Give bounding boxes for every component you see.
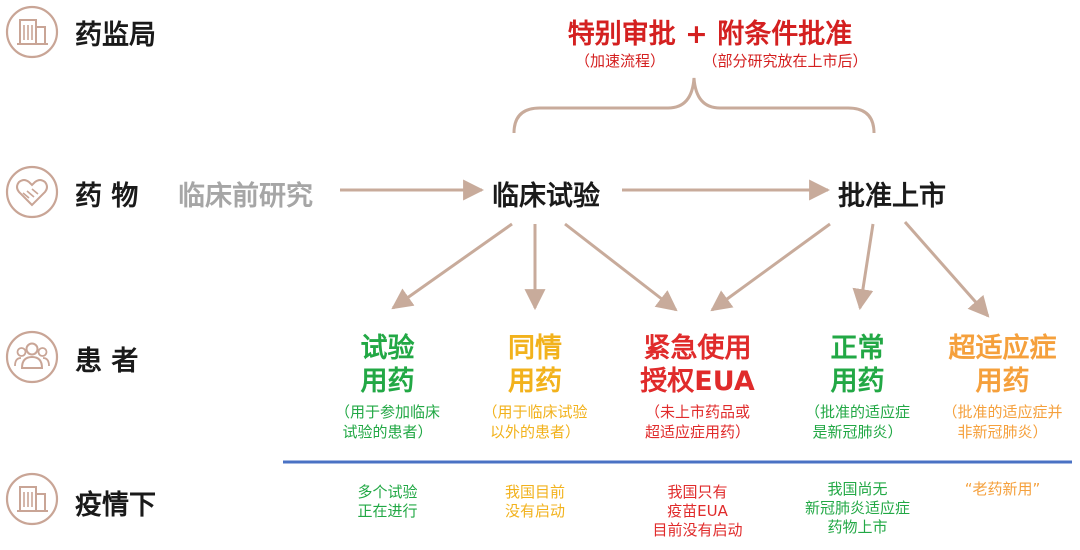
category-note-line: 试验的患者） [342,423,433,441]
arrow-approved-to-normal [852,223,875,311]
arrow-approved-to-eua [710,222,831,312]
row-label-patient: 患 者 [75,346,139,377]
top-note-right: （部分研究放在上市后） [702,52,868,70]
category-title-line: 同情 [508,333,562,364]
category-eua: 紧急使用 授权EUA （未上市药品或 超适应症用药） [615,332,780,442]
status-line: 我国尚无 [827,480,888,498]
top-note-left: （加速流程） [574,52,665,70]
node-preclinical: 临床前研究 [178,181,313,212]
status-line: 我国目前 [504,483,565,501]
node-approved: 批准上市 [838,181,946,212]
status-line: 药物上市 [827,518,888,536]
status-line: 疫苗EUA [667,502,728,520]
category-title-line: 超适应症 [948,333,1057,364]
row-label-drug: 药 物 [75,181,139,212]
category-trial-use: 试验 用药 （用于参加临床 试验的患者） [315,332,460,442]
top-brace [512,77,876,134]
category-note-line: 非新冠肺炎） [957,423,1048,441]
category-title-line: 用药 [975,366,1030,397]
category-note: （批准的适应症并 非新冠肺炎） [930,402,1075,442]
category-note: （用于参加临床 试验的患者） [315,402,460,442]
category-note: （未上市药品或 超适应症用药） [615,402,780,442]
category-title-line: 正常 [830,333,885,364]
status-line: 多个试验 [357,483,418,501]
category-title-line: 试验 [360,333,415,364]
status-line: 目前没有启动 [652,521,743,539]
category-note-line: （批准的适应症并 [942,403,1063,421]
category-note-line: （未上市药品或 [644,403,750,421]
handshake-heart-icon [5,165,59,219]
building-icon [5,472,59,526]
row-label-regulator: 药监局 [75,20,156,51]
status-line: “老药新用” [964,480,1041,498]
people-icon [5,330,59,384]
status-line: 正在进行 [357,502,418,520]
category-note-line: 是新冠肺炎） [812,423,903,441]
status-line: 没有启动 [504,502,565,520]
category-note-line: 以外的患者） [489,423,580,441]
category-note-line: （批准的适应症 [804,403,910,421]
node-clinical-trial: 临床试验 [492,181,600,212]
status-trial-use: 多个试验 正在进行 [315,483,460,521]
category-note-line: （用于临床试验 [482,403,588,421]
category-title-line: 紧急使用 [643,333,752,364]
category-off-label-use: 超适应症 用药 （批准的适应症并 非新冠肺炎） [930,332,1075,442]
status-eua: 我国只有 疫苗EUA 目前没有启动 [615,483,780,540]
status-compassionate-use: 我国目前 没有启动 [460,483,610,521]
category-title-line: 用药 [830,366,885,397]
category-title-line: 授权EUA [640,366,755,397]
status-normal-use: 我国尚无 新冠肺炎适应症 药物上市 [785,480,930,537]
category-title-line: 用药 [508,366,562,397]
category-normal-use: 正常 用药 （批准的适应症 是新冠肺炎） [785,332,930,442]
row-label-pandemic: 疫情下 [75,490,156,521]
arrow-clinical-to-trial-use [391,222,513,310]
arrow-clinical-to-eua [564,222,678,312]
category-note: （用于临床试验 以外的患者） [460,402,610,442]
top-title: 特别审批 + 附条件批准 [567,19,853,50]
arrow-approved-to-offlabel [903,221,990,318]
category-note-line: （用于参加临床 [334,403,440,421]
category-note: （批准的适应症 是新冠肺炎） [785,402,930,442]
status-line: 我国只有 [667,483,728,501]
category-title-line: 用药 [360,366,415,397]
building-icon [5,5,59,59]
status-off-label-use: “老药新用” [930,480,1075,499]
category-note-line: 超适应症用药） [644,423,750,441]
status-line: 新冠肺炎适应症 [804,499,910,517]
category-compassionate-use: 同情 用药 （用于临床试验 以外的患者） [460,332,610,442]
